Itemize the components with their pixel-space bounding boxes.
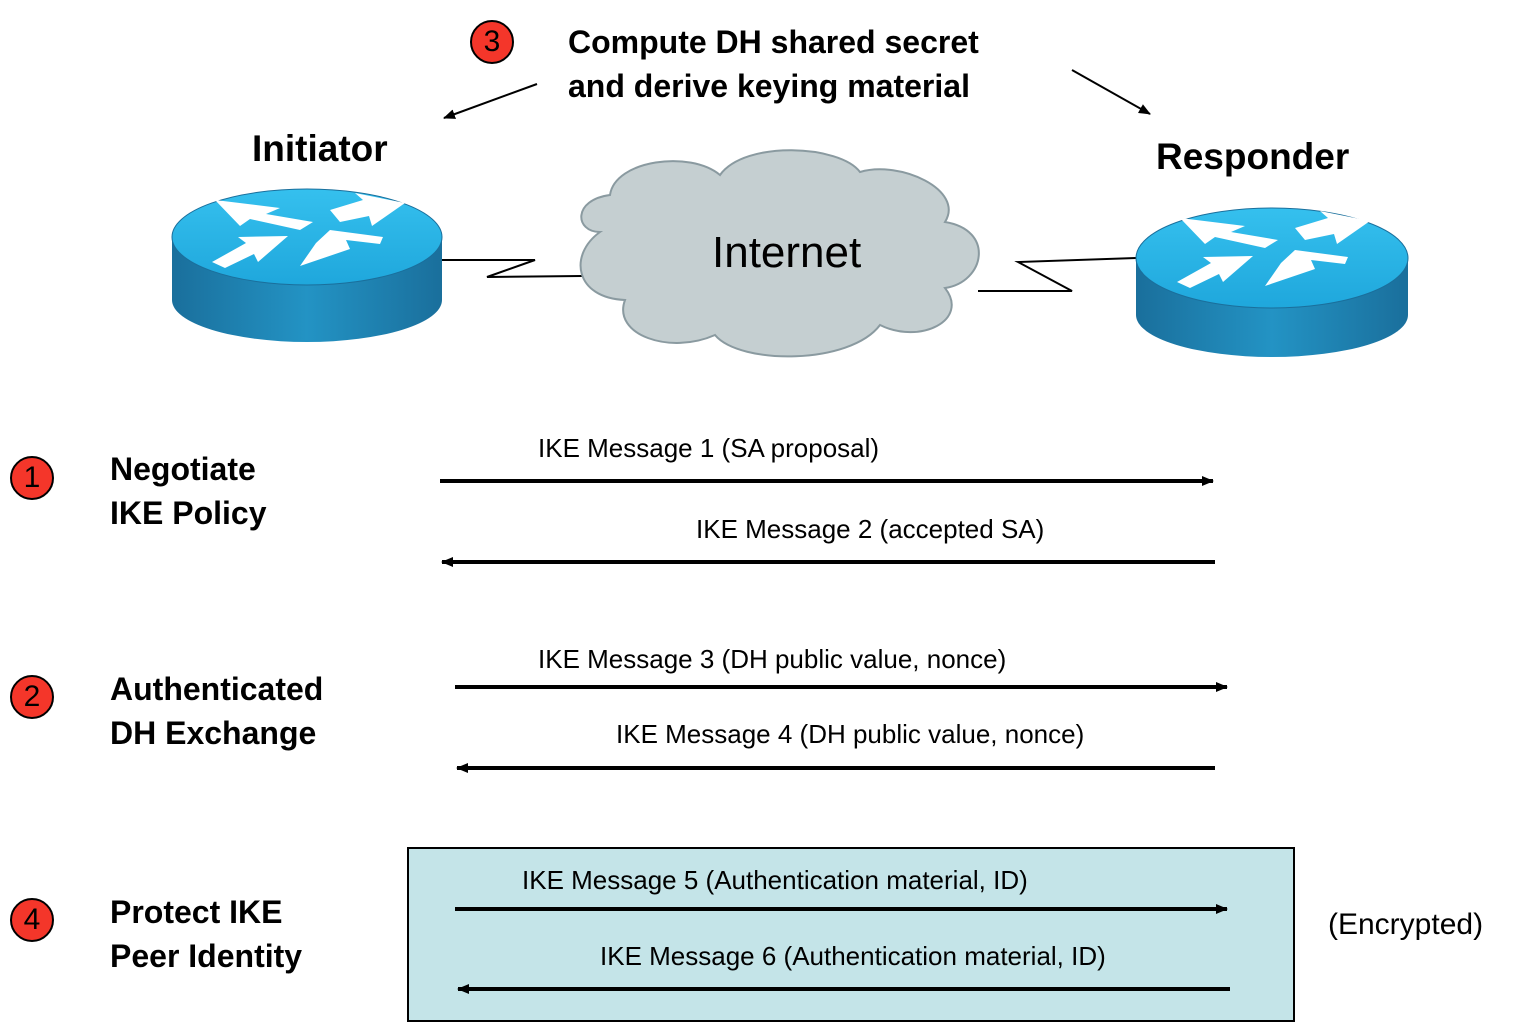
msg4-label: IKE Message 4 (DH public value, nonce): [616, 719, 1085, 749]
responder-label: Responder: [1156, 136, 1350, 177]
internet-label: Internet: [712, 228, 862, 277]
top-note-arrow-left: [443, 83, 538, 119]
step1-label-line2: IKE Policy: [110, 495, 267, 531]
internet-cloud-icon: [579, 149, 980, 358]
wan-link-left: [440, 259, 583, 278]
top-note-arrow-right: [1071, 69, 1151, 115]
top-note-line1: Compute DH shared secret: [568, 24, 979, 60]
msg5-label: IKE Message 5 (Authentication material, …: [522, 865, 1028, 895]
msg6-label: IKE Message 6 (Authentication material, …: [600, 941, 1106, 971]
wan-link-right: [978, 257, 1137, 292]
initiator-label: Initiator: [252, 128, 388, 169]
step-badge-2: 2: [10, 675, 54, 719]
step4-label-line2: Peer Identity: [110, 938, 303, 974]
step2-label-line2: DH Exchange: [110, 715, 317, 751]
msg3-label: IKE Message 3 (DH public value, nonce): [538, 644, 1007, 674]
responder-router-icon: [1135, 207, 1409, 357]
initiator-router-icon: [171, 188, 443, 342]
encrypted-label: (Encrypted): [1328, 908, 1484, 941]
step2-label-line1: Authenticated: [110, 671, 324, 707]
step-badge-3: 3: [470, 20, 514, 64]
msg2-label: IKE Message 2 (accepted SA): [696, 514, 1045, 544]
encrypted-exchange-box: [407, 847, 1295, 1022]
step-badge-4: 4: [10, 898, 54, 942]
step1-label-line1: Negotiate: [110, 451, 256, 487]
msg1-label: IKE Message 1 (SA proposal): [538, 433, 880, 463]
top-note-line2: and derive keying material: [568, 68, 970, 104]
step-badge-1: 1: [10, 456, 54, 500]
step4-label-line1: Protect IKE: [110, 894, 283, 930]
